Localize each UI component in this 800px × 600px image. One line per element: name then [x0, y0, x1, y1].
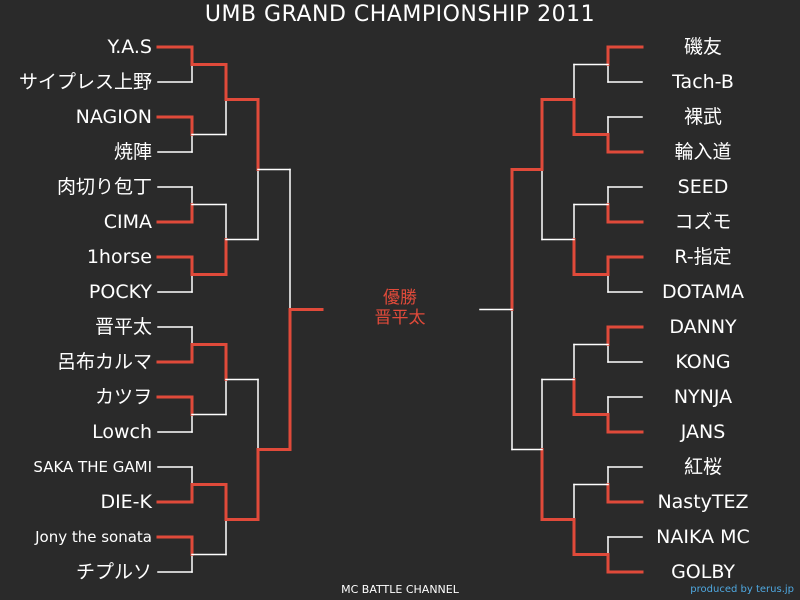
player-name: GOLBY [671, 561, 735, 583]
player-name: コズモ [674, 211, 732, 233]
player-name: 輪入道 [674, 141, 732, 163]
player-name: NAGION [75, 106, 152, 128]
player-name: Jony the sonata [35, 528, 152, 546]
player-name: チプルソ [75, 561, 152, 583]
player-name: Lowch [92, 421, 152, 443]
player-name: NYNJA [673, 386, 733, 408]
player-name: サイプレス上野 [18, 71, 152, 93]
player-name: 晋平太 [94, 316, 152, 338]
player-name: JANS [680, 421, 726, 443]
player-name: Tach-B [672, 71, 734, 93]
champion-box: 優勝 晋平太 [350, 288, 450, 328]
player-name: R-指定 [674, 246, 732, 268]
player-name: NAIKA MC [656, 526, 750, 548]
player-name: DIE-K [100, 491, 152, 513]
player-name: 1horse [86, 246, 152, 268]
player-name: 磯友 [683, 36, 722, 58]
player-name: 紅桜 [683, 456, 722, 478]
champion-name: 晋平太 [374, 308, 426, 328]
player-name: CIMA [103, 211, 152, 233]
player-name: 裸武 [683, 106, 722, 128]
player-name: NastyTEZ [657, 491, 749, 513]
page-title: UMB GRAND CHAMPIONSHIP 2011 [204, 2, 596, 27]
player-name: Y.A.S [107, 36, 152, 58]
player-name: POCKY [88, 281, 152, 303]
player-name: 肉切り包丁 [56, 176, 152, 198]
channel-footer: MC BATTLE CHANNEL [341, 583, 459, 596]
champion-label: 優勝 [383, 288, 417, 308]
player-name: カツヲ [94, 386, 152, 408]
player-name: DANNY [669, 316, 737, 338]
credit-footer: produced by terus.jp [690, 584, 794, 595]
player-name: SAKA THE GAMI [33, 458, 152, 476]
player-name: 焼陣 [113, 141, 152, 163]
player-name: KONG [675, 351, 731, 373]
player-name: DOTAMA [661, 281, 745, 303]
player-name: SEED [677, 176, 729, 198]
player-name: 呂布カルマ [56, 351, 152, 373]
